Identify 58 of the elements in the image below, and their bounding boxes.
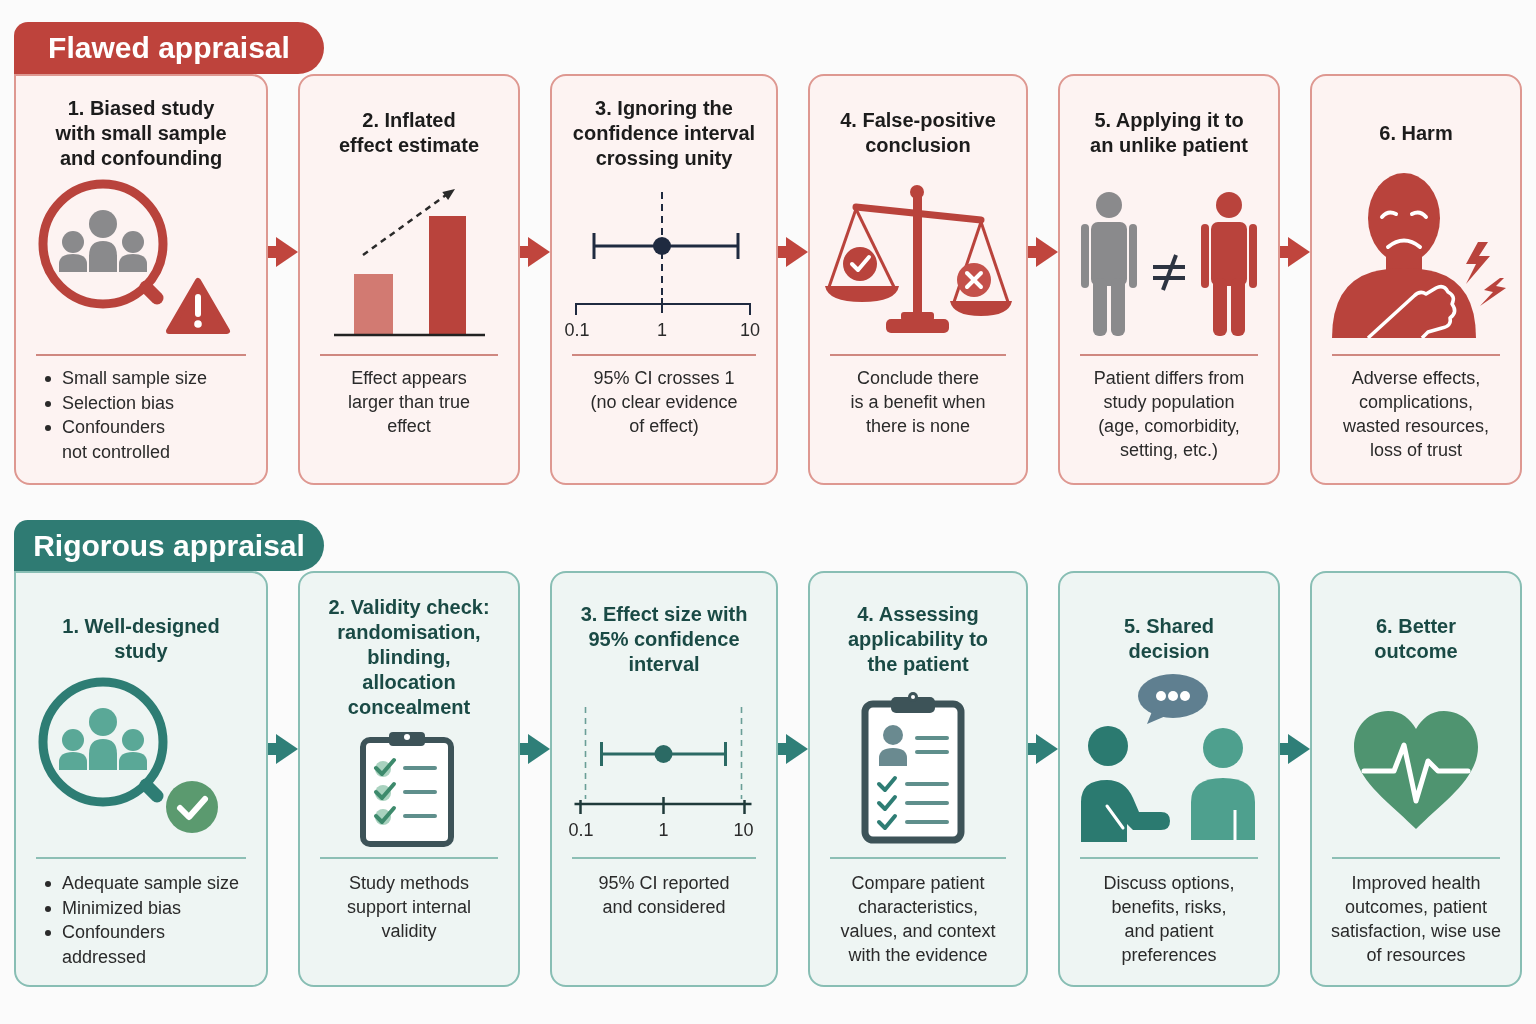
arrow bbox=[520, 237, 550, 267]
bullet-item: Adequate sample size bbox=[44, 871, 250, 896]
arrow bbox=[778, 237, 808, 267]
step-description: Discuss options, benefits, risks, and patient preferences bbox=[1102, 872, 1236, 967]
step-description: 95% CI reported and considered bbox=[597, 872, 731, 919]
arrow bbox=[778, 734, 808, 764]
axis-tick-label: 1 bbox=[657, 320, 667, 340]
section-tab: Flawed appraisal bbox=[14, 22, 324, 74]
axis-tick-label: 1 bbox=[658, 820, 669, 840]
step-card bbox=[1310, 74, 1522, 485]
step-title: 2. Validity check: randomisation, blinding, allocation concealment bbox=[327, 594, 491, 720]
bullet-item: Minimized bias bbox=[44, 895, 250, 920]
step-card bbox=[808, 74, 1028, 485]
step-title: 3. Ignoring the confidence interval crossing unity bbox=[571, 95, 757, 171]
axis-tick-label: 10 bbox=[740, 320, 760, 340]
step-card bbox=[808, 571, 1028, 987]
step-description: Improved health outcomes, patient satisfaction, wise use of resources bbox=[1329, 872, 1503, 967]
section-tab: Rigorous appraisal bbox=[14, 520, 324, 571]
axis-tick-label: 0.1 bbox=[568, 820, 594, 840]
step-card bbox=[298, 74, 520, 485]
step-title: 4. Assessing applicability to the patient bbox=[847, 601, 989, 677]
step-title: 1. Well-designed study bbox=[61, 614, 221, 664]
step-card bbox=[14, 74, 268, 485]
bullet-item: Confounders not controlled bbox=[44, 415, 250, 464]
step-description: Study methods support internal validity bbox=[345, 872, 473, 943]
step-description: Effect appears larger than true effect bbox=[346, 367, 472, 438]
step-description: Conclude there is a benefit when there is none bbox=[849, 367, 987, 438]
arrow bbox=[268, 734, 298, 764]
step-card bbox=[1310, 571, 1522, 987]
step-description: Compare patient characteristics, values, and context with the evidence bbox=[839, 872, 997, 967]
arrow bbox=[1280, 237, 1310, 267]
arrow bbox=[1280, 734, 1310, 764]
arrow bbox=[1028, 237, 1058, 267]
step-description: Patient differs from study population (age, comorbidity, setting, etc.) bbox=[1092, 367, 1246, 462]
step-title: 1. Biased study with small sample and confounding bbox=[54, 95, 228, 171]
arrow bbox=[1028, 734, 1058, 764]
bullet-item: Confounders addressed bbox=[44, 920, 250, 969]
step-title: 6. Harm bbox=[1379, 120, 1453, 146]
step-card bbox=[550, 74, 778, 485]
step-title: 4. False-positive conclusion bbox=[839, 108, 997, 158]
bullet-item: Small sample size bbox=[44, 366, 250, 391]
step-card bbox=[298, 571, 520, 987]
bullet-item: Selection bias bbox=[44, 390, 250, 415]
step-description: Adverse effects, complications, wasted resources, loss of trust bbox=[1341, 367, 1491, 462]
step-card bbox=[550, 571, 778, 987]
step-title: 6. Better outcome bbox=[1373, 614, 1459, 664]
step-card bbox=[14, 571, 268, 987]
arrow bbox=[520, 734, 550, 764]
arrow bbox=[268, 237, 298, 267]
axis-tick-label: 0.1 bbox=[564, 320, 590, 340]
axis-tick-label: 10 bbox=[733, 820, 754, 840]
step-description: 95% CI crosses 1 (no clear evidence of effect) bbox=[589, 367, 739, 438]
step-title: 3. Effect size with 95% confidence interval bbox=[579, 601, 749, 677]
step-card bbox=[1058, 571, 1280, 987]
step-card bbox=[1058, 74, 1280, 485]
step-title: 2. Inflated effect estimate bbox=[337, 108, 481, 158]
step-title: 5. Shared decision bbox=[1122, 614, 1215, 664]
step-title: 5. Applying it to an unlike patient bbox=[1089, 108, 1249, 158]
